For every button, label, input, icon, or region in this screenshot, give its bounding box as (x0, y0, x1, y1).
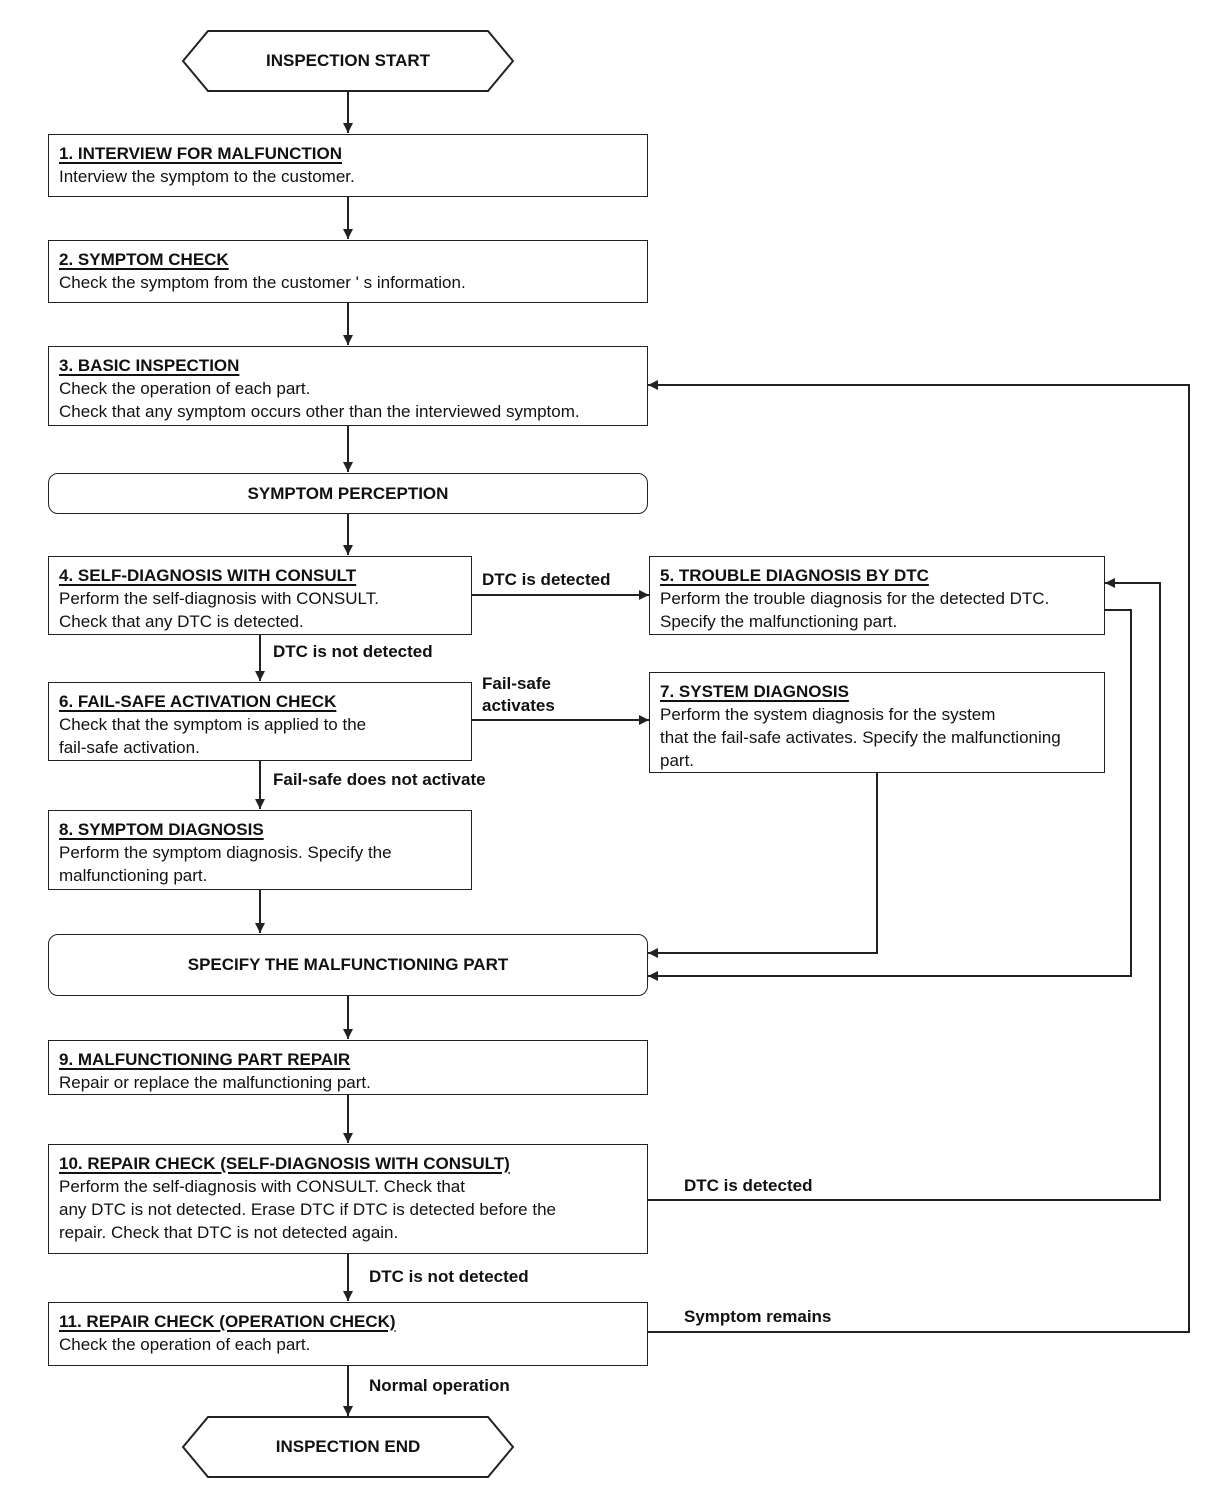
step-6-title: 6. FAIL-SAFE ACTIVATION CHECK (59, 692, 337, 711)
step-10-box: 10. REPAIR CHECK (SELF-DIAGNOSIS WITH CO… (48, 1144, 648, 1254)
label-dtc-detected-10: DTC is detected (684, 1176, 813, 1195)
step-9-body: Repair or replace the malfunctioning par… (59, 1073, 371, 1092)
step-10-body: Perform the self-diagnosis with CONSULT.… (59, 1177, 556, 1242)
step-6-box: 6. FAIL-SAFE ACTIVATION CHECK Check that… (48, 682, 472, 761)
step-7-body: Perform the system diagnosis for the sys… (660, 705, 1061, 770)
step-2-body: Check the symptom from the customer ' s … (59, 273, 466, 292)
step-4-body: Perform the self-diagnosis with CONSULT.… (59, 589, 379, 631)
label-dtc-detected-4: DTC is detected (482, 570, 611, 589)
step-1-body: Interview the symptom to the customer. (59, 167, 355, 186)
arrow-10-to-5 (647, 578, 1161, 1201)
label-normal-operation: Normal operation (369, 1376, 510, 1395)
end-terminal-shape (181, 1416, 515, 1478)
step-5-box: 5. TROUBLE DIAGNOSIS BY DTC Perform the … (649, 556, 1105, 635)
step-3-box: 3. BASIC INSPECTION Check the operation … (48, 346, 648, 426)
label-symptom-remains: Symptom remains (684, 1307, 832, 1326)
step-4-title: 4. SELF-DIAGNOSIS WITH CONSULT (59, 566, 357, 585)
step-9-title: 9. MALFUNCTIONING PART REPAIR (59, 1050, 351, 1069)
step-4-box: 4. SELF-DIAGNOSIS WITH CONSULT Perform t… (48, 556, 472, 635)
step-3-body: Check the operation of each part. Check … (59, 379, 580, 421)
step-8-body: Perform the symptom diagnosis. Specify t… (59, 843, 392, 885)
step-7-box: 7. SYSTEM DIAGNOSIS Perform the system d… (649, 672, 1105, 773)
arrow-7-to-specify (648, 772, 878, 958)
step-2-box: 2. SYMPTOM CHECK Check the symptom from … (48, 240, 648, 303)
step-3-title: 3. BASIC INSPECTION (59, 356, 240, 375)
step-8-box: 8. SYMPTOM DIAGNOSIS Perform the symptom… (48, 810, 472, 890)
label-failsafe-not-activate: Fail-safe does not activate (273, 770, 486, 789)
inspection-end: INSPECTION END (275, 1437, 421, 1456)
symptom-perception: SYMPTOM PERCEPTION (48, 473, 648, 514)
step-1-box: 1. INTERVIEW FOR MALFUNCTION Interview t… (48, 134, 648, 197)
arrow-5-to-specify (648, 609, 1132, 981)
step-11-body: Check the operation of each part. (59, 1335, 311, 1354)
step-11-box: 11. REPAIR CHECK (OPERATION CHECK) Check… (48, 1302, 648, 1366)
label-failsafe-activates: Fail-safe activates (482, 674, 555, 715)
specify-malfunctioning-part: SPECIFY THE MALFUNCTIONING PART (48, 934, 648, 996)
step-2-title: 2. SYMPTOM CHECK (59, 250, 229, 269)
step-5-body: Perform the trouble diagnosis for the de… (660, 589, 1050, 631)
inspection-start: INSPECTION START (265, 51, 431, 70)
start-terminal-shape (181, 30, 515, 92)
label-dtc-not-detected-4: DTC is not detected (273, 642, 433, 661)
step-5-title: 5. TROUBLE DIAGNOSIS BY DTC (660, 566, 929, 585)
step-1-title: 1. INTERVIEW FOR MALFUNCTION (59, 144, 343, 163)
step-9-box: 9. MALFUNCTIONING PART REPAIR Repair or … (48, 1040, 648, 1095)
step-11-title: 11. REPAIR CHECK (OPERATION CHECK) (59, 1312, 396, 1331)
step-8-title: 8. SYMPTOM DIAGNOSIS (59, 820, 264, 839)
step-10-title: 10. REPAIR CHECK (SELF-DIAGNOSIS WITH CO… (59, 1154, 510, 1173)
step-6-body: Check that the symptom is applied to the… (59, 715, 367, 757)
label-dtc-not-detected-10: DTC is not detected (369, 1267, 529, 1286)
step-7-title: 7. SYSTEM DIAGNOSIS (660, 682, 849, 701)
arrow-11-to-3 (647, 380, 1190, 1333)
